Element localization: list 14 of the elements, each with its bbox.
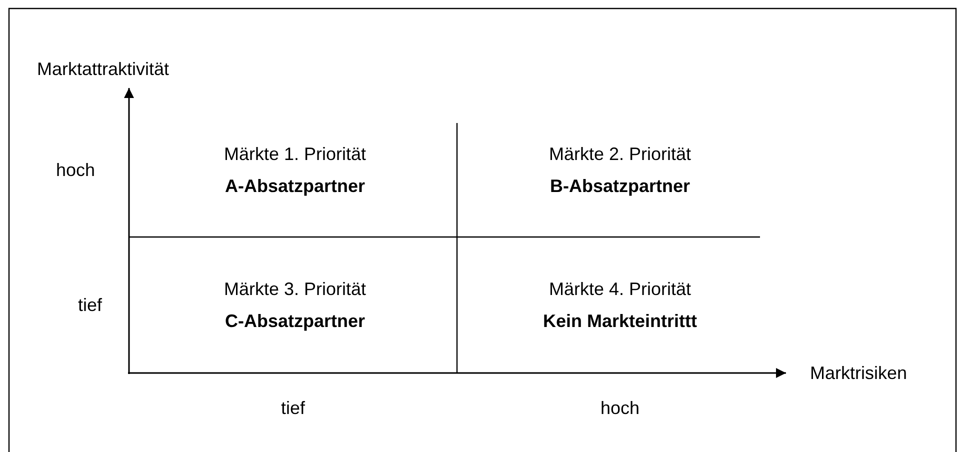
quadrant-recommendation: B-Absatzpartner [548, 175, 692, 198]
quadrant-recommendation: C-Absatzpartner [224, 310, 366, 333]
quadrant-title: Märkte 2. Priorität [548, 143, 692, 166]
quadrant-title: Märkte 3. Priorität [222, 278, 368, 301]
axis-tick-label: tief [78, 294, 102, 316]
axis-title: Marktrisiken [810, 362, 908, 384]
axis-tick-label: hoch [600, 397, 640, 419]
axis-tick-label: hoch [56, 159, 96, 181]
axis-tick-label: tief [281, 397, 305, 419]
quadrant-recommendation: Kein Markteintrittt [542, 310, 698, 333]
quadrant-title: Märkte 1. Priorität [222, 143, 368, 166]
quadrant-title: Märkte 4. Priorität [548, 278, 692, 301]
quadrant-recommendation: A-Absatzpartner [224, 175, 366, 198]
axis-title: Marktattraktivität [37, 58, 170, 80]
